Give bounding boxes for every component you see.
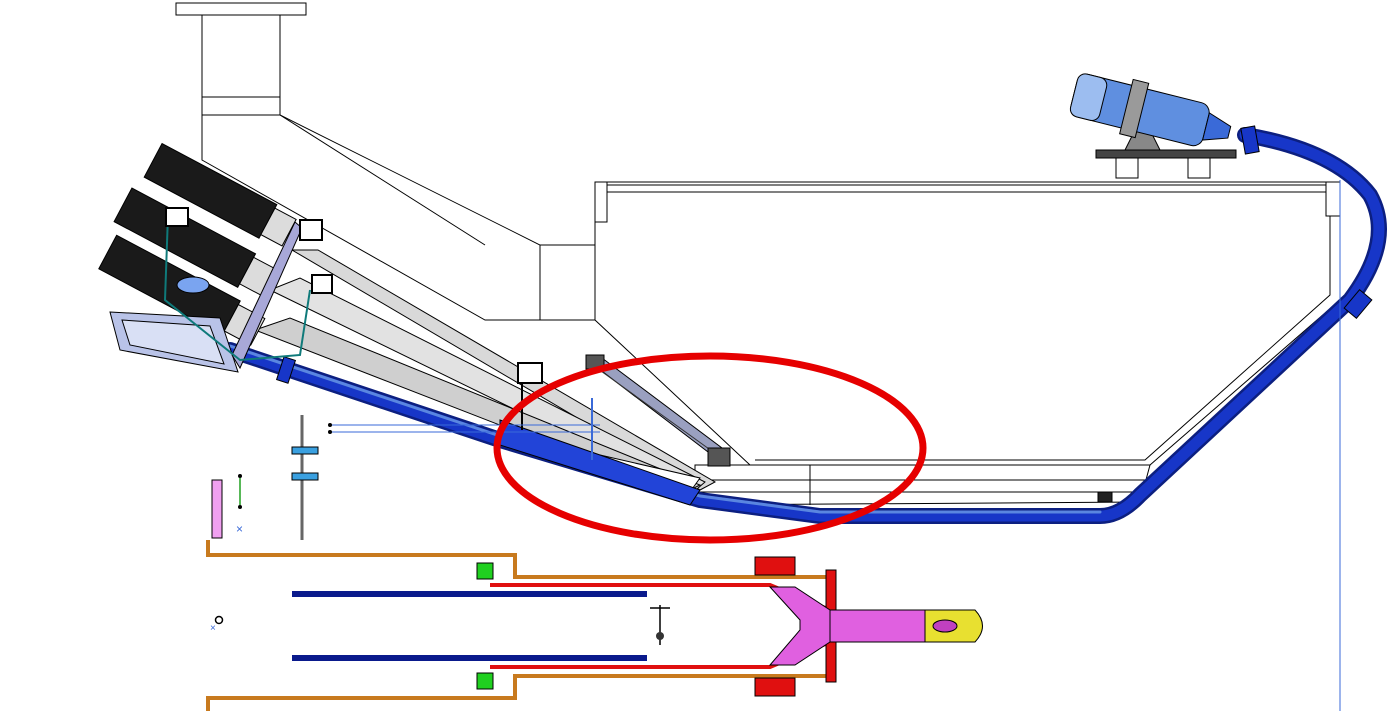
red-flange-bottom bbox=[754, 677, 796, 697]
tank-inner-wall bbox=[755, 192, 1331, 461]
pump-end-cap bbox=[1069, 73, 1108, 121]
pipe-clamp-top bbox=[1240, 125, 1260, 155]
upper-duct bbox=[175, 2, 596, 321]
copper-shell-top bbox=[206, 540, 830, 579]
tick-dot-bottom bbox=[238, 505, 242, 509]
duct-cap bbox=[175, 2, 307, 16]
pmt-1-window bbox=[260, 207, 297, 247]
bracket-c bbox=[311, 274, 333, 294]
pump-assembly bbox=[1069, 73, 1237, 179]
red-flange-top bbox=[754, 556, 796, 576]
pump-band bbox=[1119, 78, 1150, 139]
pink-block bbox=[211, 479, 223, 539]
duct-collar bbox=[539, 244, 596, 321]
mech-knob bbox=[656, 632, 664, 640]
instrument-stand bbox=[291, 398, 600, 540]
stand-clamp-1 bbox=[291, 446, 319, 455]
x-marker-2: × bbox=[210, 623, 216, 634]
small-circle-marker bbox=[214, 615, 224, 625]
fiber-cable bbox=[163, 214, 311, 362]
stand-clamp-2 bbox=[291, 472, 319, 481]
bracket-a bbox=[165, 207, 189, 227]
x-marker: × bbox=[236, 522, 243, 536]
slant-rail bbox=[585, 354, 731, 467]
magenta-barrel bbox=[829, 609, 926, 643]
duct-neck bbox=[201, 14, 281, 98]
duct-edge bbox=[279, 114, 486, 246]
navy-rod-top bbox=[292, 591, 647, 597]
tank-flange-right bbox=[1325, 181, 1341, 217]
navy-rod-bottom bbox=[292, 655, 647, 661]
main-tank bbox=[594, 181, 1341, 506]
green-block-bottom bbox=[476, 672, 494, 690]
copper-shell-bottom bbox=[206, 674, 830, 711]
pmt-housing-face bbox=[121, 319, 225, 365]
blue-pipe bbox=[222, 125, 1387, 524]
sight-dot-2 bbox=[328, 430, 332, 434]
rail-stripe bbox=[593, 365, 717, 455]
bracket-b bbox=[299, 219, 323, 241]
rail-mount-bottom bbox=[707, 447, 731, 467]
tick-dot-top bbox=[238, 474, 242, 478]
pmt-cluster bbox=[98, 142, 543, 430]
sight-dot-1 bbox=[328, 423, 332, 427]
highlight-ring bbox=[493, 352, 927, 544]
bracket-d bbox=[517, 362, 543, 384]
pump-nozzle bbox=[1201, 112, 1232, 141]
pipe-clamp-right bbox=[1343, 288, 1373, 320]
lower-assembly: × × bbox=[206, 474, 983, 711]
tank-flange-left bbox=[594, 181, 608, 223]
pump-foot-right bbox=[1187, 157, 1211, 179]
green-block-top bbox=[476, 562, 494, 580]
pump-base-plate bbox=[1095, 149, 1237, 159]
lens-disc bbox=[176, 276, 210, 294]
tank-sled bbox=[694, 464, 1151, 506]
guide-tube-1 bbox=[290, 249, 717, 491]
pipe-highlight bbox=[228, 344, 1102, 514]
pipe-clamp-left bbox=[275, 356, 297, 384]
pump-foot-left bbox=[1115, 157, 1139, 179]
sled-foot bbox=[1097, 491, 1113, 503]
tip-inner bbox=[932, 619, 958, 633]
pipe-body bbox=[224, 129, 1385, 522]
